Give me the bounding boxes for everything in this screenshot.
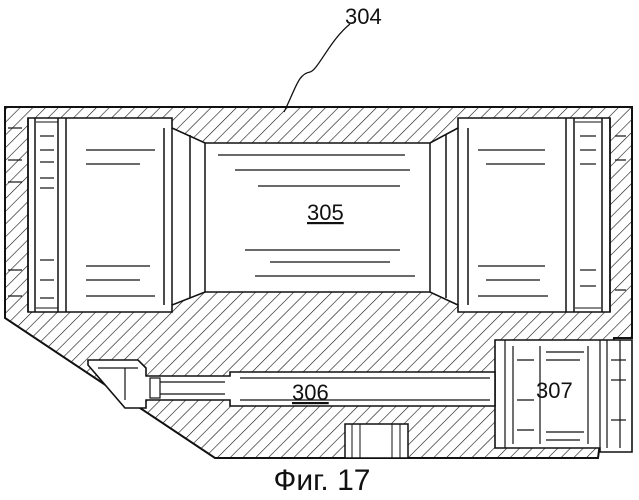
bottom-plug [345,424,408,458]
label-304: 304 [345,4,382,29]
label-305: 305 [307,200,344,225]
label-307: 307 [536,378,573,403]
label-306: 306 [292,380,329,405]
leader-304 [284,24,350,112]
figure-caption: Фиг. 17 [274,464,371,497]
